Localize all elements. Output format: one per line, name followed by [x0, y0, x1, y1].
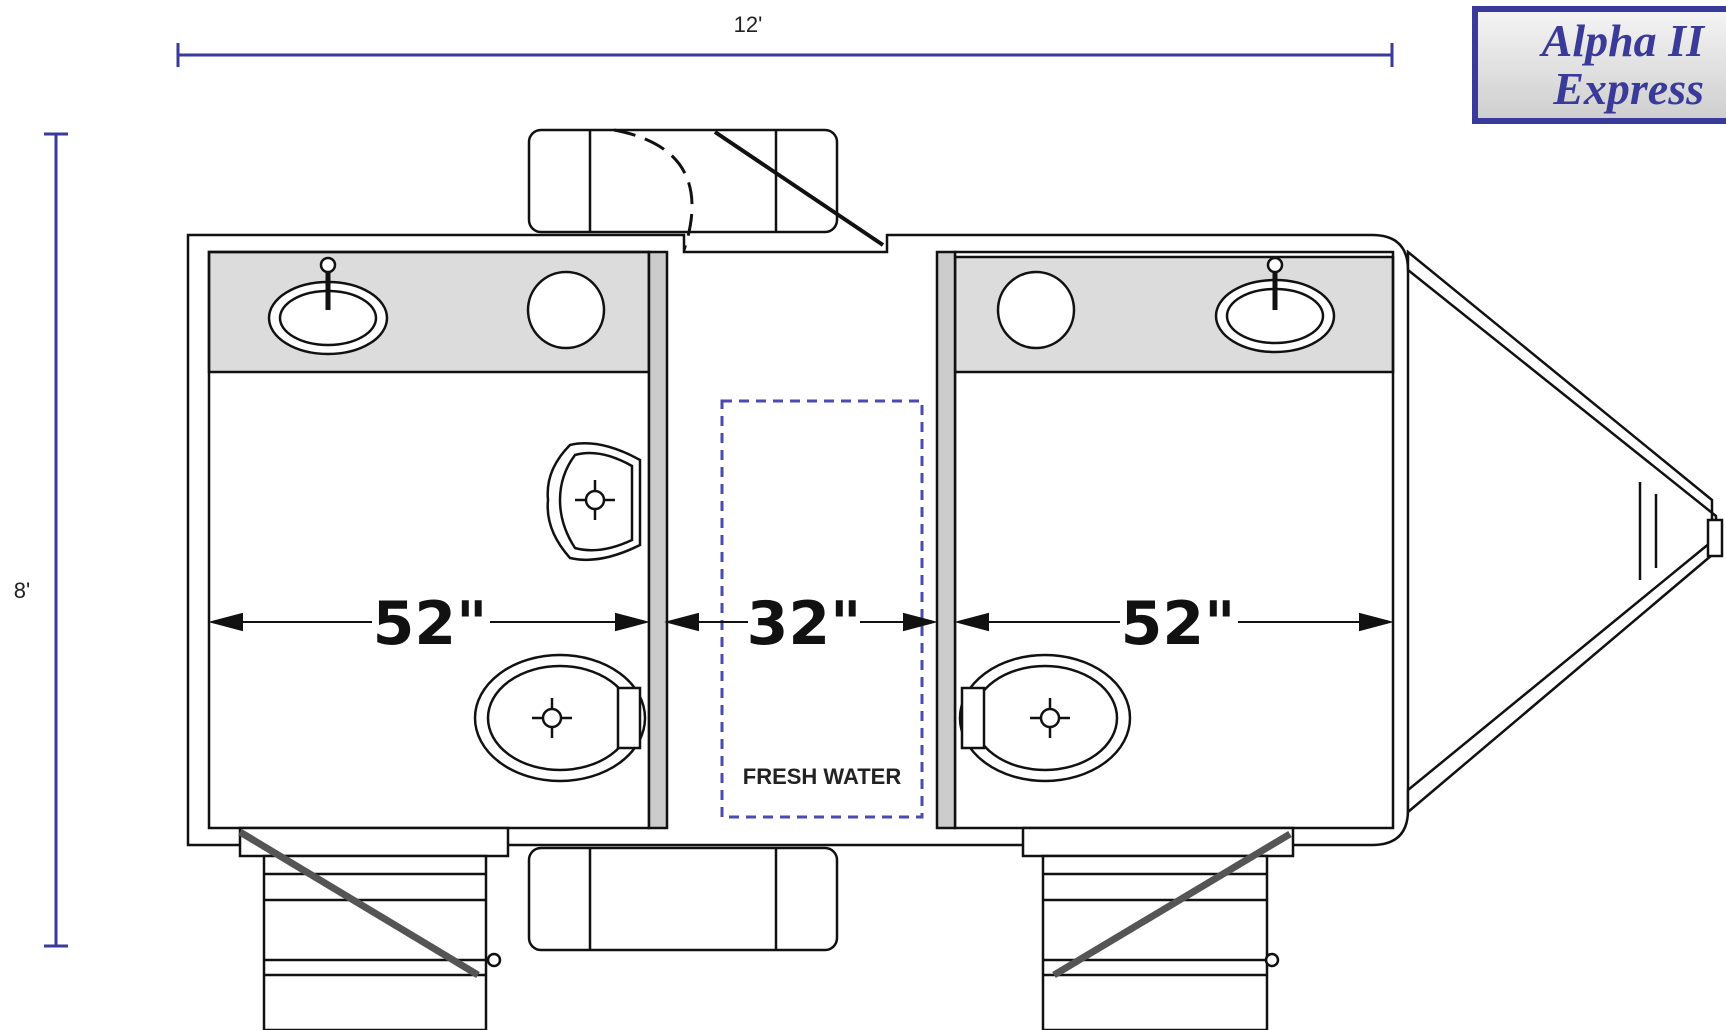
brand-line-2: Express [1553, 63, 1704, 114]
top-door-step [527, 128, 885, 257]
left-urinal [546, 442, 642, 562]
height-label: 8' [14, 578, 30, 603]
width-dimension [176, 43, 1394, 67]
right-room-width: 52" [1121, 589, 1236, 659]
height-dimension [44, 132, 68, 948]
left-toilet [473, 653, 647, 783]
trailer-hitch [1406, 249, 1724, 815]
brand-badge: Alpha II Express [1472, 6, 1726, 124]
right-toilet [958, 653, 1132, 783]
left-drain-circle [526, 270, 606, 350]
left-sink [267, 256, 389, 356]
left-room-width: 52" [373, 589, 488, 659]
right-sink [1214, 256, 1336, 354]
fresh-water-tank [720, 399, 924, 819]
width-label: 12' [734, 12, 763, 37]
bottom-door-step [527, 846, 839, 952]
center-room-width: 32" [747, 589, 862, 659]
width-label-backgrounds [372, 590, 1238, 650]
fresh-water-label: FRESH WATER [743, 764, 902, 789]
right-entry-steps [1021, 826, 1295, 1030]
brand-line-1: Alpha II [1541, 15, 1704, 66]
right-drain-circle [996, 270, 1076, 350]
left-entry-steps [238, 826, 510, 1030]
